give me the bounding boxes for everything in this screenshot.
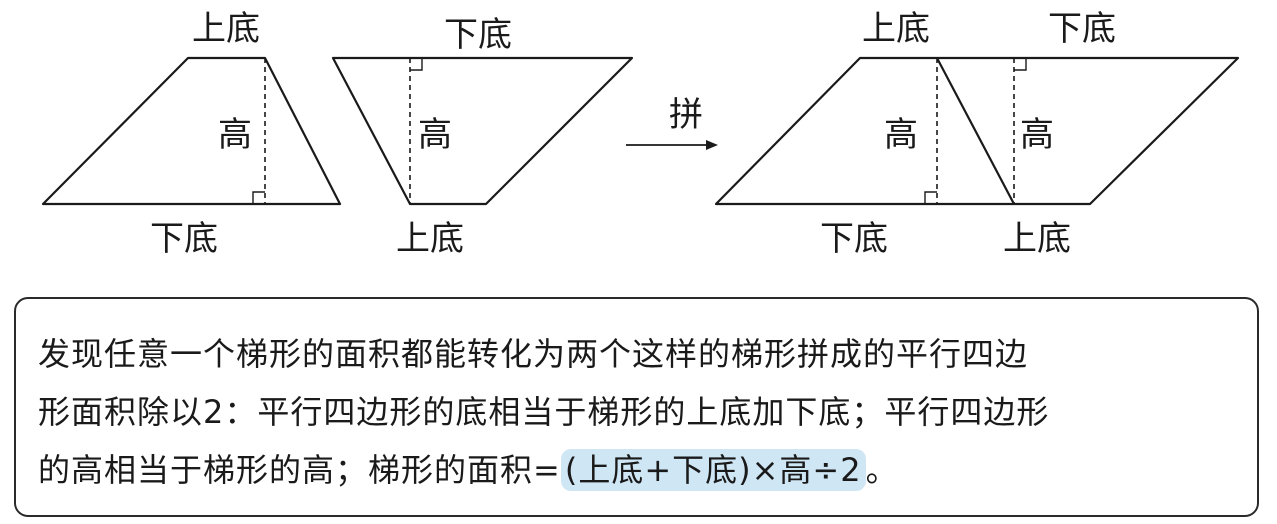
trapezoid-2-lower-base-label: 下底 bbox=[444, 15, 512, 55]
parallelogram-upper-base-label: 上底 bbox=[862, 9, 930, 49]
combine-arrow: 拼 bbox=[626, 95, 718, 150]
parallelogram-lower-base-label: 下底 bbox=[820, 219, 888, 259]
parallelogram-divider bbox=[936, 57, 1015, 205]
parallelogram: 上底 下底 高 高 下底 上底 bbox=[714, 9, 1240, 259]
parallelogram-left-right-angle bbox=[924, 191, 937, 204]
parallelogram-upper-base-bottom-label: 上底 bbox=[1003, 219, 1071, 259]
parallelogram-right-right-angle bbox=[1014, 58, 1027, 71]
summary-line-3-suffix: 。 bbox=[865, 451, 899, 489]
trapezoid-1-height-label: 高 bbox=[218, 115, 252, 155]
summary-line-1: 发现任意一个梯形的面积都能转化为两个这样的梯形拼成的平行四边 bbox=[38, 335, 1029, 373]
trapezoid-1-upper-base-label: 上底 bbox=[192, 9, 260, 49]
trapezoid-2-right-angle bbox=[410, 58, 423, 71]
trapezoid-diagram: 上底 高 下底 下底 高 上底 拼 上底 下底 高 高 下底 上底 bbox=[41, 9, 1240, 259]
parallelogram-left-height-label: 高 bbox=[884, 115, 918, 155]
trapezoid-2-upper-base-label: 上底 bbox=[396, 219, 464, 259]
trapezoid-1-outline bbox=[41, 56, 342, 206]
trapezoid-2-height-label: 高 bbox=[418, 115, 452, 155]
parallelogram-lower-base-top-label: 下底 bbox=[1048, 9, 1116, 49]
summary-box: 发现任意一个梯形的面积都能转化为两个这样的梯形拼成的平行四边 形面积除以2：平行… bbox=[14, 297, 1259, 517]
trapezoid-1: 上底 高 下底 bbox=[41, 9, 342, 259]
summary-line-3-prefix: 的高相当于梯形的高；梯形的面积= bbox=[38, 451, 561, 489]
parallelogram-right-height-label: 高 bbox=[1020, 115, 1054, 155]
area-formula: (上底+下底)×高÷2 bbox=[560, 449, 866, 491]
summary-line-2: 形面积除以2：平行四边形的底相当于梯形的上底加下底；平行四边形 bbox=[38, 393, 1050, 431]
trapezoid-1-lower-base-label: 下底 bbox=[150, 219, 218, 259]
trapezoid-2-outline bbox=[331, 56, 634, 206]
summary-line-3: 的高相当于梯形的高；梯形的面积=(上底+下底)×高÷2。 bbox=[38, 441, 1233, 499]
arrow-head-icon bbox=[706, 140, 718, 150]
trapezoid-2: 下底 高 上底 bbox=[331, 15, 634, 259]
parallelogram-outline bbox=[714, 56, 1240, 206]
combine-label: 拼 bbox=[669, 95, 703, 135]
trapezoid-1-right-angle bbox=[252, 191, 265, 204]
